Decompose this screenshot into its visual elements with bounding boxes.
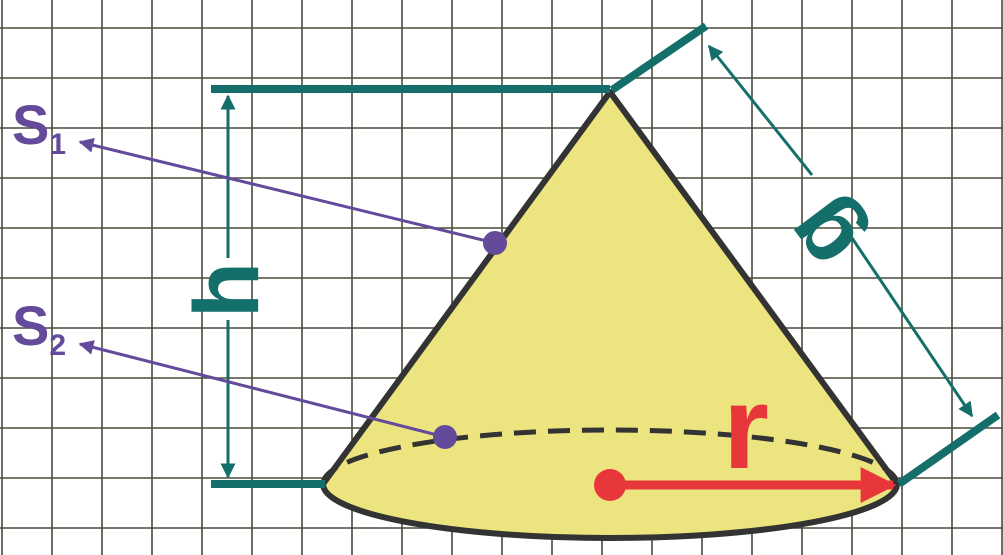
cone xyxy=(320,89,900,541)
s1-pointer-dot xyxy=(483,231,507,255)
s1-pointer-line xyxy=(78,137,496,245)
s1-label-subscript: 1 xyxy=(49,128,66,161)
slant-top-extension-line xyxy=(609,22,709,94)
slant-bottom-extension-line xyxy=(896,411,1001,488)
s1-label: S1 xyxy=(12,93,66,161)
radius-dimension: r xyxy=(594,362,897,503)
s2-label: S2 xyxy=(12,294,66,362)
s2-label-letter: S xyxy=(12,294,49,357)
s2-pointer-dot xyxy=(433,425,457,449)
height-label: h xyxy=(176,262,278,318)
base-center-dot xyxy=(594,469,626,501)
s1-label-letter: S xyxy=(12,93,49,156)
slant-arrow-lower xyxy=(850,237,974,418)
surface-pointers: S1 S2 xyxy=(12,93,507,449)
radius-label: r xyxy=(723,362,769,494)
cone-lateral-surface xyxy=(320,89,900,541)
slant-label: g xyxy=(764,184,879,290)
height-dimension: h xyxy=(176,85,610,488)
slant-arrow-upper xyxy=(707,44,814,176)
s2-pointer-line xyxy=(78,340,446,439)
s2-label-subscript: 2 xyxy=(49,329,66,362)
cone-base-back-dashed xyxy=(320,427,900,485)
